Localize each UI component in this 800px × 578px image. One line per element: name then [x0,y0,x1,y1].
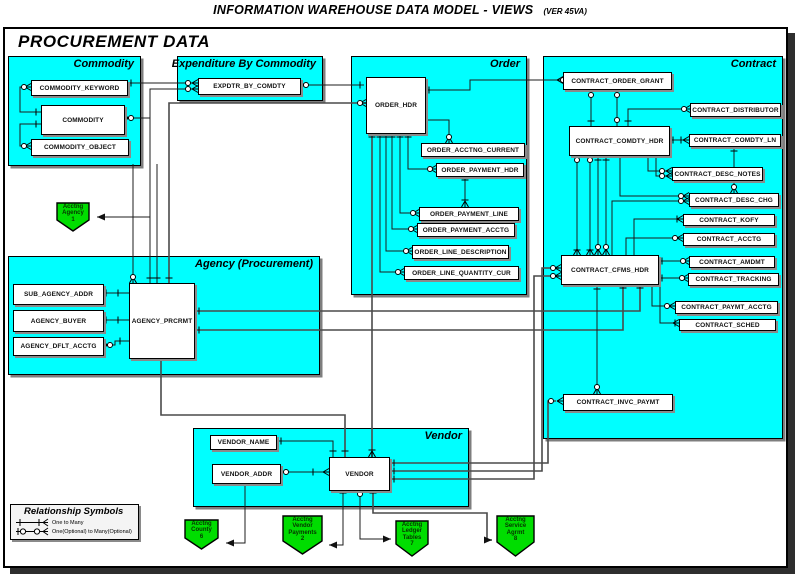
legend-row-optional: One(Optional) to Many(Optional) [15,527,132,536]
entity-contract-desc-notes: CONTRACT_DESC_NOTES [672,167,763,181]
entity-contract-tracking: CONTRACT_TRACKING [688,273,779,286]
one-to-many-symbol-icon [16,518,49,527]
page-title: PROCUREMENT DATA [18,32,211,51]
legend-title: Relationship Symbols [24,506,124,517]
entity-contract-desc-chg: CONTRACT_DESC_CHG [689,193,779,207]
region-order-title: Order [490,58,520,70]
pentagon-arrow-icon [184,519,219,550]
entity-order-hdr: ORDER_HDR [366,77,426,134]
entity-agency-buyer: AGENCY_BUYER [13,310,104,332]
region-contract-title: Contract [730,58,776,70]
entity-contract-distributor: CONTRACT_DISTRIBUTOR [690,103,781,117]
region-vendor-title: Vendor [424,430,463,442]
entity-contract-acctg: CONTRACT_ACCTG [683,233,775,246]
legend-row-one-to-many: One to Many [15,518,84,527]
entity-agency-prcrmt: AGENCY_PRCRMT [129,283,195,359]
offpage-arrow-label: Acctng Agency 1 [62,204,84,223]
entity-contract-cfms-hdr: CONTRACT_CFMS_HDR [561,255,659,285]
entity-agency-dflt-acctg: AGENCY_DFLT_ACCTG [13,337,104,356]
document-version: (VER 45VA) [543,7,587,16]
entity-commodity-object: COMMODITY_OBJECT [31,139,129,156]
entity-contract-invc-paymt: CONTRACT_INVC_PAYMT [563,394,673,411]
offpage-arrow-label: Acctng Service Agrmt 8 [504,517,527,543]
entity-contract-sched: CONTRACT_SCHED [679,319,776,331]
offpage-arrow-label: Acctng Vendor Payments 2 [288,517,317,543]
document-title: INFORMATION WAREHOUSE DATA MODEL - VIEWS [213,3,534,17]
pentagon-arrow-icon [56,202,90,232]
entity-order-payment-hdr: ORDER_PAYMENT_HDR [436,163,524,177]
entity-contract-paymt-acctg: CONTRACT_PAYMT_ACCTG [675,301,778,314]
offpage-arrow-acctng-vendor-payments: Acctng Vendor Payments 2 [282,515,323,555]
legend-item-label: One(Optional) to Many(Optional) [52,528,132,535]
entity-commodity: COMMODITY [41,105,125,135]
entity-expdtr-by-comdty: EXPDTR_BY_COMDTY [198,78,301,95]
offpage-arrow-acctng-service-agrmt: Acctng Service Agrmt 8 [496,515,535,557]
legend-item-label: One to Many [52,519,84,526]
region-agency-title: Agency (Procurement) [195,258,313,270]
optional-to-many-symbol-icon [16,527,49,536]
entity-order-acctng-current: ORDER_ACCTNG_CURRENT [421,143,525,157]
entity-order-payment-acctg: ORDER_PAYMENT_ACCTG [417,223,515,237]
region-commodity-title: Commodity [73,58,135,70]
offpage-arrow-acctng-ledger-tables: Acctng Ledger Tables 7 [395,520,429,557]
entity-vendor-name: VENDOR_NAME [210,435,277,450]
region-expenditure-title: Expenditure By Commodity [171,58,316,70]
entity-order-line-description: ORDER_LINE_DESCRIPTION [412,245,509,259]
entity-commodity-keyword: COMMODITY_KEYWORD [31,80,128,96]
entity-contract-amdmt: CONTRACT_AMDMT [689,256,775,268]
entity-contract-comdty-hdr: CONTRACT_COMDTY_HDR [569,126,670,156]
offpage-arrow-label: Acctng Ledger Tables 7 [401,522,423,548]
document-header: INFORMATION WAREHOUSE DATA MODEL - VIEWS… [0,3,800,17]
pentagon-arrow-icon [496,515,535,557]
relationship-symbols-legend: Relationship Symbols One to Many One(Opt… [10,504,139,540]
entity-vendor-addr: VENDOR_ADDR [212,464,281,484]
entity-sub-agency-addr: SUB_AGENCY_ADDR [13,284,104,305]
entity-order-payment-line: ORDER_PAYMENT_LINE [419,207,519,221]
pentagon-arrow-icon [282,515,323,555]
offpage-arrow-acctng-agency: Acctng Agency 1 [56,202,90,232]
entity-contract-comdty-ln: CONTRACT_COMDTY_LN [689,134,781,147]
entity-contract-order-grant: CONTRACT_ORDER_GRANT [563,72,672,90]
entity-vendor: VENDOR [329,457,390,491]
entity-contract-kofy: CONTRACT_KOFY [683,214,775,226]
entity-order-line-quantity-cur: ORDER_LINE_QUANTITY_CUR [404,266,519,280]
offpage-arrow-acctng-county: Acctng County 6 [184,519,219,550]
offpage-arrow-label: Acctng County 6 [191,521,212,540]
